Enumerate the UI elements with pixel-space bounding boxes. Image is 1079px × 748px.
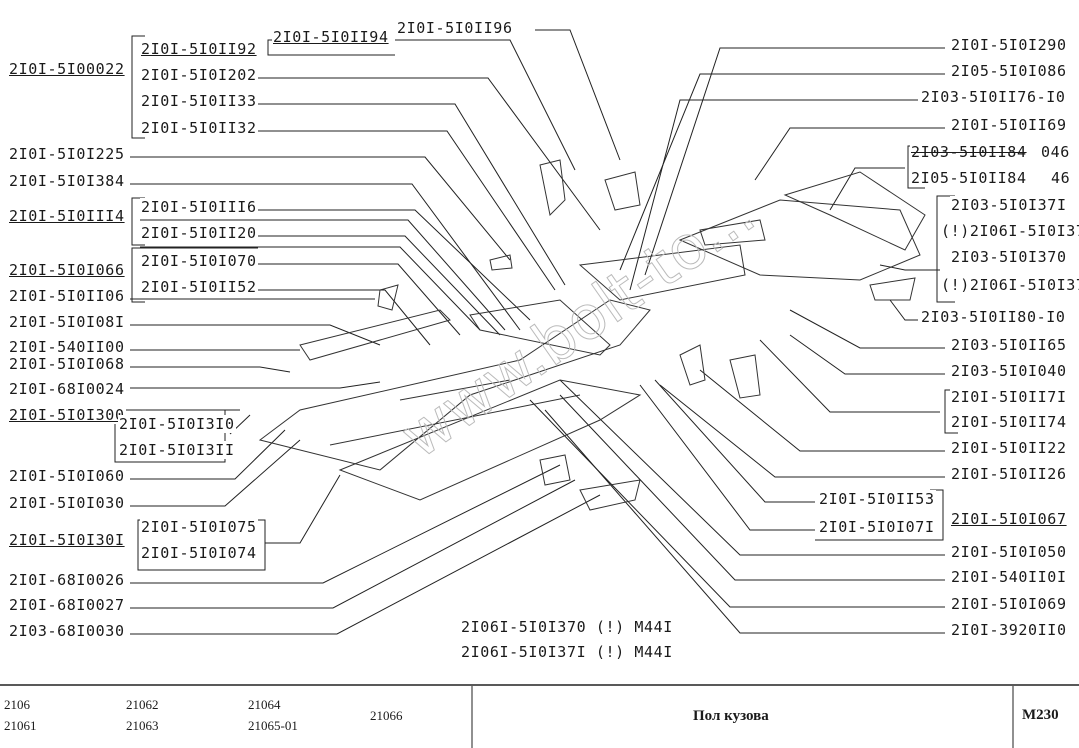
part-label: 2I0I-5I0III4 bbox=[8, 207, 126, 225]
part-label: 2I0I-5I0II22 bbox=[950, 439, 1068, 457]
part-label: 2I0I-5I0II69 bbox=[950, 116, 1068, 134]
part-label: 2I0I-5I0II33 bbox=[140, 92, 258, 110]
part-label: 2I0I-5I0I069 bbox=[950, 595, 1068, 613]
part-label: 2I03-5I0I370 bbox=[950, 248, 1068, 266]
diagram-code: M230 bbox=[1022, 707, 1059, 723]
part-label: 2I0I-5I0I050 bbox=[950, 543, 1068, 561]
part-label-suffix: 046 bbox=[1040, 143, 1071, 161]
part-label: 2I0I-5I0II7I bbox=[950, 388, 1068, 406]
part-label: 2I0I-540II0I bbox=[950, 568, 1068, 586]
leader-lines-right bbox=[529, 47, 945, 634]
part-label: 2I0I-5I0II20 bbox=[140, 224, 258, 242]
part-label: 2I0I-5I0I290 bbox=[950, 36, 1068, 54]
part-label: 2I0I-5I0I07I bbox=[818, 518, 936, 536]
part-label: 2I0I-5I0II92 bbox=[140, 40, 258, 58]
part-label-suffix: 46 bbox=[1050, 169, 1072, 187]
part-label: 2I0I-5I0I300 bbox=[8, 406, 126, 424]
applicability-note: 2I06I-5I0I370 (!) M44I bbox=[460, 618, 674, 636]
part-label: 2I0I-5I0I3II bbox=[118, 441, 236, 459]
part-label: 2I0I-5I0I225 bbox=[8, 145, 126, 163]
part-label: 2I03-5I0II76-I0 bbox=[920, 88, 1067, 106]
model-label: 21064 bbox=[248, 697, 281, 712]
model-label: 21061 bbox=[4, 718, 37, 733]
part-label: 2I0I-5I0II52 bbox=[140, 278, 258, 296]
model-label: 21062 bbox=[126, 697, 159, 712]
part-label: 2I0I-5I0III6 bbox=[140, 198, 258, 216]
brackets bbox=[114, 35, 958, 571]
part-label: (!)2I06I-5I0I37I bbox=[940, 222, 1079, 240]
part-label: 2I0I-5I0I070 bbox=[140, 252, 258, 270]
part-label: 2I0I-5I0I3I0 bbox=[118, 415, 236, 433]
part-label: 2I0I-540II00 bbox=[8, 338, 126, 356]
part-label: 2I03-68I0030 bbox=[8, 622, 126, 640]
part-label: 2I0I-5I0II06 bbox=[8, 287, 126, 305]
part-label: 2I0I-68I0027 bbox=[8, 596, 126, 614]
part-label: 2I0I-5I0I068 bbox=[8, 355, 126, 373]
part-label: 2I05-5I0II84 bbox=[910, 169, 1028, 187]
part-label: 2I0I-5I0II96 bbox=[396, 19, 514, 37]
diagram-title: Пол кузова bbox=[693, 708, 769, 724]
model-label: 21066 bbox=[370, 708, 403, 723]
part-label: 2I03-5I0I040 bbox=[950, 362, 1068, 380]
part-label: 2I0I-5I0II53 bbox=[818, 490, 936, 508]
applicability-note: 2I06I-5I0I37I (!) M44I bbox=[460, 643, 674, 661]
model-label: 2106 bbox=[4, 697, 30, 712]
model-label: 21065-01 bbox=[248, 718, 298, 733]
part-label: 2I0I-5I00022 bbox=[8, 60, 126, 78]
part-label: 2I0I-5I0I067 bbox=[950, 510, 1068, 528]
part-label: 2I0I-5I0I30I bbox=[8, 531, 126, 549]
part-label: 2I0I-5I0II94 bbox=[272, 28, 390, 46]
part-label: (!)2I06I-5I0I370 bbox=[940, 276, 1079, 294]
part-label: 2I0I-5I0I384 bbox=[8, 172, 126, 190]
part-label: 2I0I-5I0I074 bbox=[140, 544, 258, 562]
watermark: www.bolt-to... bbox=[388, 178, 767, 473]
part-label: 2I0I-5I0I030 bbox=[8, 494, 126, 512]
leader-lines-left bbox=[115, 29, 621, 635]
part-label: 2I0I-5I0I075 bbox=[140, 518, 258, 536]
part-label: 2I03-5I0II65 bbox=[950, 336, 1068, 354]
part-label: 2I0I-3920II0 bbox=[950, 621, 1068, 639]
part-label: 2I0I-5I0II74 bbox=[950, 413, 1068, 431]
part-label: 2I0I-5I0II32 bbox=[140, 119, 258, 137]
part-label: 2I03-5I0I37I bbox=[950, 196, 1068, 214]
floor-panel-parts bbox=[258, 159, 926, 511]
part-label: 2I03-5I0II80-I0 bbox=[920, 308, 1067, 326]
part-label: 2I0I-5I0I060 bbox=[8, 467, 126, 485]
part-label-struck: 2I03-5I0II84 bbox=[910, 143, 1028, 161]
part-label: 2I0I-5I0II26 bbox=[950, 465, 1068, 483]
part-label: 2I0I-5I0I202 bbox=[140, 66, 258, 84]
part-label: 2I0I-5I0I08I bbox=[8, 313, 126, 331]
part-label: 2I0I-68I0024 bbox=[8, 380, 126, 398]
model-label: 21063 bbox=[126, 718, 159, 733]
part-label: 2I05-5I0I086 bbox=[950, 62, 1068, 80]
part-label: 2I0I-5I0I066 bbox=[8, 261, 126, 279]
part-label: 2I0I-68I0026 bbox=[8, 571, 126, 589]
